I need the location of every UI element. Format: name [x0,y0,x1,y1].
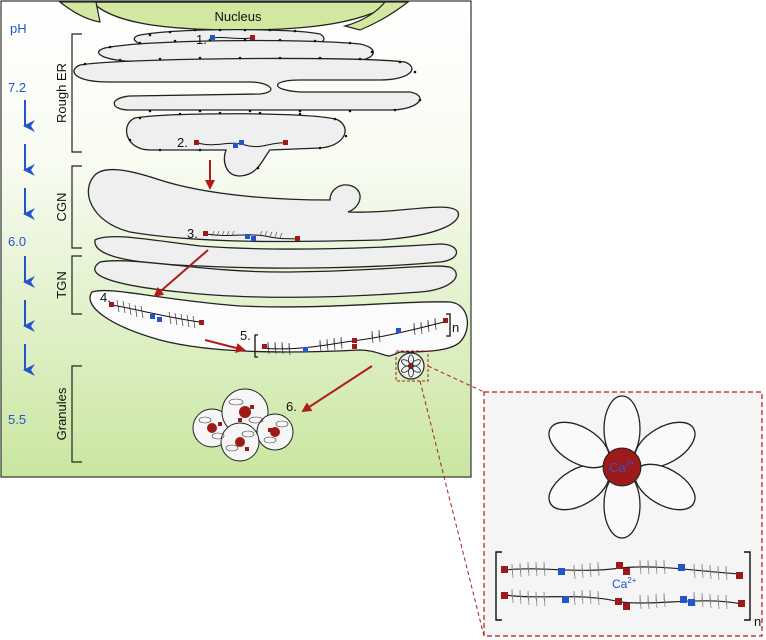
budding-granule-flower [401,354,421,378]
ph-value-mid: 6.0 [8,234,26,249]
er-cisterna-2 [98,39,374,63]
nucleus-lobe-right [342,1,410,31]
secretory-compartment [89,289,469,357]
step-label-5: 5. [240,328,251,343]
zoom-connectors [419,365,485,637]
granule-contents [207,405,280,451]
inset-chain-top [501,559,743,581]
nucleus-lobe-left [58,1,101,23]
inset-bracket-right [744,551,751,621]
ph-value-high: 7.2 [8,80,26,95]
step-label-3: 3. [187,226,198,241]
ph-value-low: 5.5 [8,412,26,427]
compartment-brackets [71,33,82,463]
granules-label: Granules [54,387,69,440]
ph-header: pH [10,21,27,36]
step-label-1: 1. [196,32,207,47]
inset-chain-bottom [501,588,745,610]
transport-arrows [153,160,373,413]
inset-chain-ion-label: Ca2+ [612,576,637,591]
inset-bracket-left [495,551,502,621]
calcium-core [602,447,642,487]
repeat-n-label: n [452,320,459,335]
tgn-cisterna-1 [94,236,458,269]
step-label-6: 6. [286,399,297,414]
chain-step5 [254,313,451,358]
granule-loops [198,398,289,452]
inset-ion-label: Ca2+ [609,459,635,475]
arrow-to-granules [301,365,373,413]
nucleus-label: Nucleus [215,9,262,24]
arrow-cgn-to-tgn [153,249,209,298]
chain-step2 [194,140,288,148]
step-label-2: 2. [177,135,188,150]
cgn-label: CGN [54,193,69,222]
chain-step3 [203,230,300,241]
arrow-step4-to-step5 [204,339,246,353]
chain-step1 [210,35,255,40]
inset-repeat-n: n [754,614,761,629]
chain-step4 [109,299,204,329]
step-label-4: 4. [100,290,111,305]
cgn-cisterna [87,168,460,243]
er-cisterna-3 [73,57,421,111]
tgn-label: TGN [54,271,69,298]
rough-er-label: Rough ER [54,63,69,123]
